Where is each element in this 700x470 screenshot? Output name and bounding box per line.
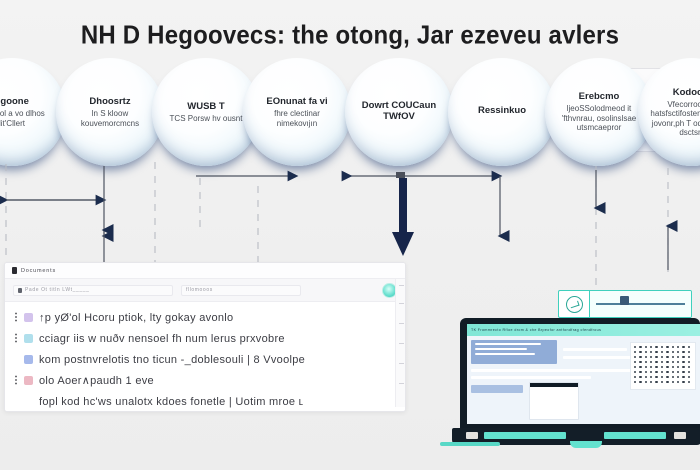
scroll-tick — [399, 363, 404, 364]
widget-icon-area — [559, 291, 590, 317]
gauge-icon — [565, 295, 583, 313]
scrollbar[interactable] — [395, 279, 405, 407]
node-subtitle: TCS Porsw hv ousnt — [169, 113, 243, 123]
screen-line — [563, 348, 627, 351]
primary-down-arrow — [392, 172, 414, 256]
filter-input-value: fllomooos — [186, 287, 213, 293]
laptop-base — [452, 428, 700, 448]
laptop-lid: TK Frommrecto Rfloe drom & che Brpeofor … — [460, 318, 700, 431]
slider-handle[interactable] — [620, 296, 629, 305]
process-node-2[interactable]: Dhoosrtz ln S kloow kouvemorcmcns — [56, 58, 164, 166]
list-item[interactable]: ⋮ ↑p yØ'ol Hcoru ptiok, lty gokay avonlo — [5, 307, 405, 328]
scroll-tick — [399, 285, 404, 286]
process-node-8[interactable]: Kodoom Vfecorrool ats hatsfsctifosten F … — [638, 58, 700, 166]
scroll-tick — [399, 323, 404, 324]
row-type-icon — [24, 355, 33, 364]
process-node-5[interactable]: Dowrt COUCaun TWfOV — [345, 58, 453, 166]
list-item[interactable]: ⋮ cciagr iis w nuðv nensoel fh num lerus… — [5, 328, 405, 349]
node-title: EOnunat fa vi — [266, 95, 328, 107]
key — [604, 432, 666, 439]
screen-line — [471, 369, 631, 372]
laptop-mockup: TK Frommrecto Rfloe drom & che Brpeofor … — [440, 318, 700, 452]
trackpad[interactable] — [570, 441, 602, 448]
document-titlebar: Documents — [5, 263, 405, 279]
page-title: NH D Hegoovecs: the otong, Jar ezeveu av… — [80, 21, 620, 50]
row-handle-icon: ⋮ — [11, 333, 21, 344]
row-type-icon — [24, 376, 33, 385]
document-panel[interactable]: Documents Pade Ot titln LWt_____ fllomoo… — [4, 262, 406, 412]
screen-line — [471, 376, 591, 379]
widget-slider-area[interactable] — [590, 291, 691, 317]
scroll-tick — [399, 343, 404, 344]
node-title: WUSB T — [187, 100, 225, 112]
scroll-tick — [399, 383, 404, 384]
row-handle-icon: ⋮ — [11, 375, 21, 386]
document-row-list: ⋮ ↑p yØ'ol Hcoru ptiok, lty gokay avonlo… — [5, 302, 405, 411]
scroll-tick — [399, 303, 404, 304]
node-subtitle: Vfecorrool ats hatsfsctifosten F emoor j… — [650, 99, 700, 138]
row-type-icon — [24, 334, 33, 343]
screen-body — [467, 336, 700, 424]
slider-track — [596, 303, 685, 305]
screen-dialog[interactable] — [529, 382, 579, 420]
screen-line — [475, 348, 527, 350]
row-label: olo Aoer∧paudh 1 eve — [39, 375, 154, 387]
row-label: kom postnvrelotis tno ticun -_doblesouli… — [39, 353, 306, 366]
row-handle-icon: ⋮ — [11, 312, 21, 323]
node-title: Erebcmo — [578, 91, 620, 103]
search-input-value: Pade Ot titln LWt_____ — [25, 287, 90, 293]
list-item[interactable]: ⋮ olo Aoer∧paudh 1 eve — [5, 370, 405, 391]
row-label: cciagr iis w nuðv nensoel fh num lerus p… — [39, 332, 285, 345]
search-icon — [18, 287, 22, 293]
laptop-screen[interactable]: TK Frommrecto Rfloe drom & che Brpeofor … — [467, 324, 700, 424]
node-subtitle: ln S kloow kouvemorcmcns — [80, 109, 140, 128]
document-title: Documents — [21, 267, 57, 274]
key — [466, 432, 478, 439]
list-item[interactable]: kom postnvrelotis tno ticun -_doblesouli… — [5, 349, 405, 370]
node-title: Kodoom — [672, 86, 700, 98]
key — [484, 432, 566, 439]
row-type-icon — [24, 313, 33, 322]
process-node-3[interactable]: WUSB T TCS Porsw hv ousnt — [152, 58, 260, 166]
filter-input[interactable]: fllomooos — [181, 284, 301, 296]
row-label: ↑p yØ'ol Hcoru ptiok, lty gokay avonlo — [39, 311, 234, 324]
row-type-icon — [24, 397, 33, 406]
screen-line — [475, 353, 535, 355]
process-node-7[interactable]: Erebcmo ljeoSSolodmeod it 'fthvnrau, oso… — [545, 58, 653, 166]
list-item[interactable]: fopl kod hc'ws unalotх kdoes fonetle | U… — [5, 391, 405, 411]
node-subtitle: S'Sfinol a vo dlhos lit'Cllert — [0, 109, 45, 128]
screen-block — [471, 385, 523, 393]
screen-line — [563, 356, 633, 359]
screen-header-text: TK Frommrecto Rfloe drom & che Brpeofor … — [471, 328, 602, 332]
search-input[interactable]: Pade Ot titln LWt_____ — [13, 284, 173, 296]
laptop-foot — [440, 442, 500, 446]
row-label: fopl kod hc'ws unalotх kdoes fonetle | U… — [39, 395, 304, 408]
slider-widget[interactable] — [558, 290, 692, 318]
document-toolbar: Pade Ot titln LWt_____ fllomooos — [5, 279, 405, 302]
document-icon — [12, 267, 17, 274]
node-title: Dowrt COUCaun TWfOV — [361, 99, 437, 122]
node-title: Dhoosrtz — [89, 95, 131, 107]
screen-line — [475, 343, 541, 345]
key — [674, 432, 686, 439]
dialog-titlebar — [530, 383, 578, 387]
data-grid — [630, 342, 696, 390]
process-node-6[interactable]: Ressinkuo — [448, 58, 556, 166]
node-title: Ressinkuo — [477, 105, 527, 117]
node-subtitle: ljeoSSolodmeod it 'fthvnrau, osolinslsae… — [561, 104, 637, 133]
node-subtitle: fhre clectinar nimekovıjın — [274, 109, 320, 128]
process-node-4[interactable]: EOnunat fa vi fhre clectinar nimekovıjın — [243, 58, 351, 166]
screen-header: TK Frommrecto Rfloe drom & che Brpeofor … — [467, 324, 700, 336]
